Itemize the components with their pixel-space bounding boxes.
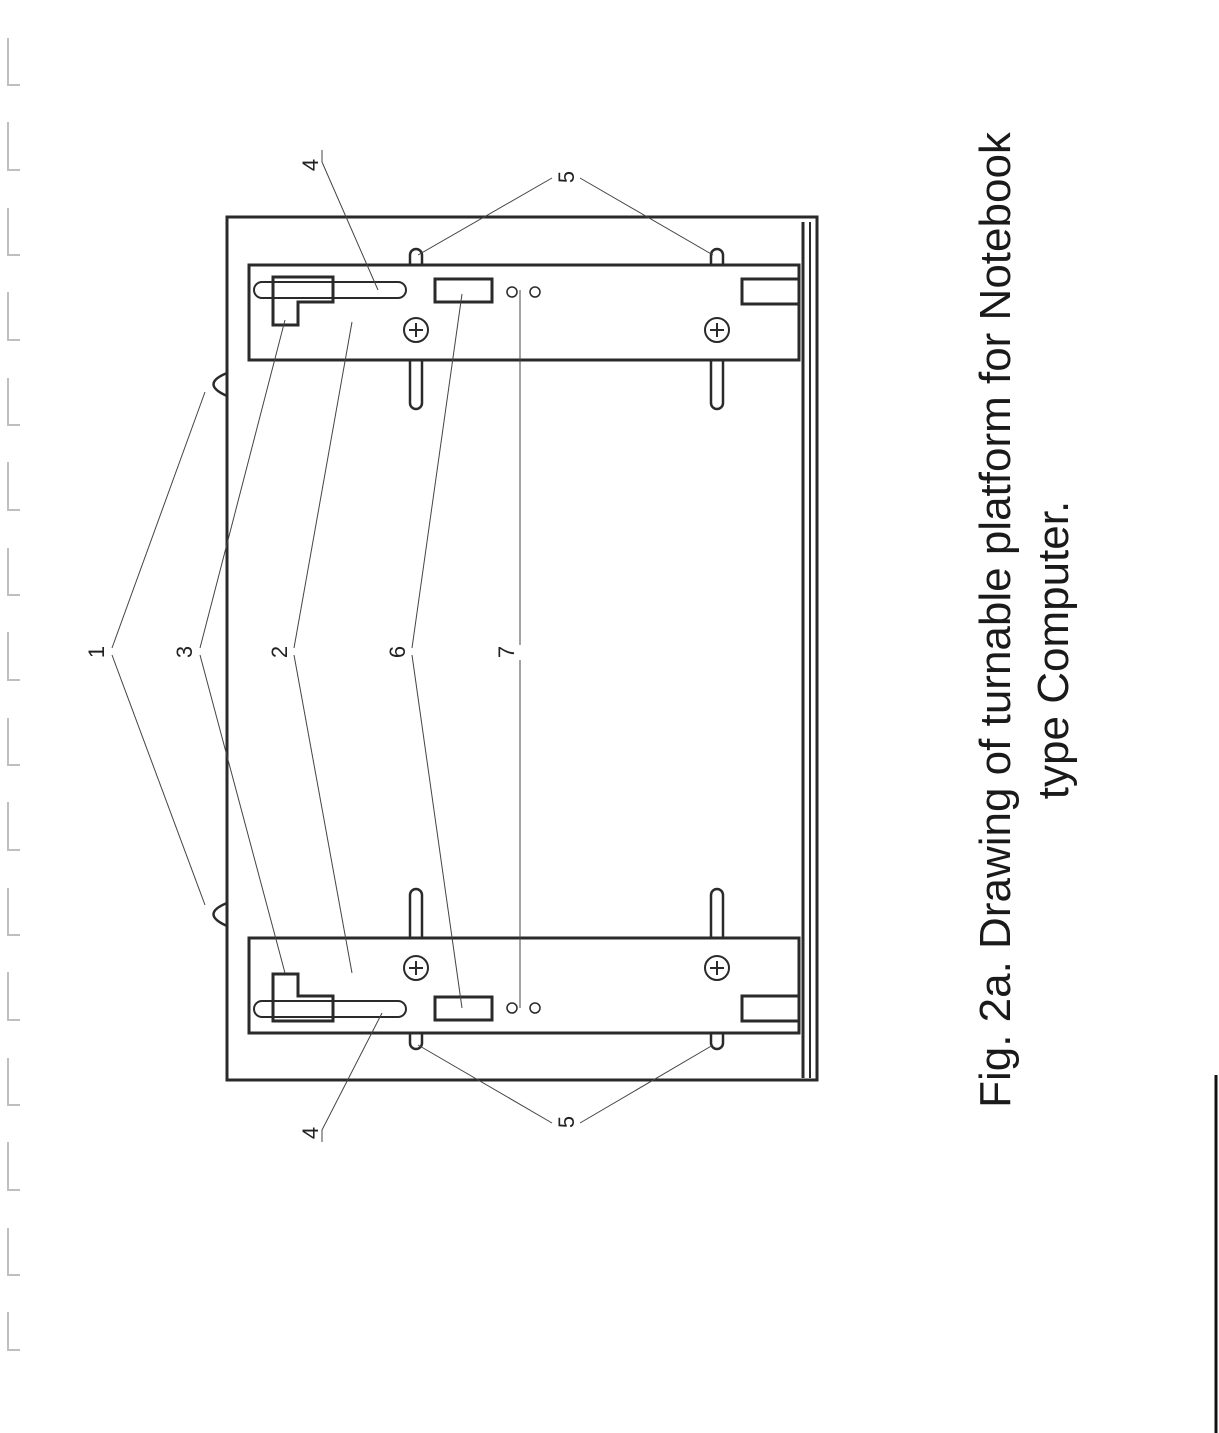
- callout-5-bottom: 5: [554, 1116, 579, 1128]
- callout-5-top: 5: [554, 171, 579, 183]
- foot-slot: [408, 360, 424, 411]
- foot-slot: [408, 247, 424, 265]
- bracket-top-plate: [247, 263, 801, 362]
- hinge-knob-bottom: [212, 901, 228, 928]
- foot-slot: [709, 1033, 725, 1051]
- platform: [225, 215, 819, 1082]
- caption-line-1: Fig. 2a. Drawing of turnable platform fo…: [971, 131, 1020, 1108]
- figure-caption: Fig. 2a. Drawing of turnable platform fo…: [971, 131, 1078, 1108]
- callout-4-bottom: 4: [298, 1127, 323, 1139]
- end-block-top: [740, 277, 801, 306]
- bracket-bottom-plate: [247, 936, 801, 1035]
- screw-icon: [403, 955, 429, 981]
- leader-lines: [111, 150, 714, 1142]
- pad-top: [433, 277, 494, 304]
- screw-icon: [704, 317, 730, 343]
- callout-6: 6: [385, 646, 410, 658]
- screw-icon: [704, 955, 730, 981]
- binding-marks: [7, 38, 20, 1351]
- foot-slot: [709, 247, 725, 265]
- latch-top: [271, 275, 335, 327]
- callout-1: 1: [84, 646, 109, 658]
- slot-top: [253, 281, 407, 299]
- foot-slot: [709, 360, 725, 411]
- pad-bottom: [433, 995, 494, 1022]
- caption-line-2: type Computer.: [1029, 501, 1078, 799]
- foot-slot: [408, 887, 424, 938]
- hinge-knob-top: [212, 371, 228, 398]
- latch-bottom: [271, 972, 335, 1023]
- bracket-bottom: [247, 887, 801, 1051]
- foot-slot: [709, 887, 725, 938]
- screw-icon: [403, 317, 429, 343]
- callout-4-top: 4: [298, 159, 323, 171]
- platform-outline: [225, 215, 819, 1082]
- callout-2: 2: [267, 646, 292, 658]
- callout-3: 3: [172, 646, 197, 658]
- end-block-bottom: [740, 994, 801, 1023]
- slot-bottom: [253, 1000, 407, 1018]
- bracket-top: [247, 247, 801, 411]
- callout-7: 7: [494, 646, 519, 658]
- foot-slot: [408, 1033, 424, 1051]
- callout-labels: 1 3 2 6 7 4 4 5 5: [84, 159, 579, 1139]
